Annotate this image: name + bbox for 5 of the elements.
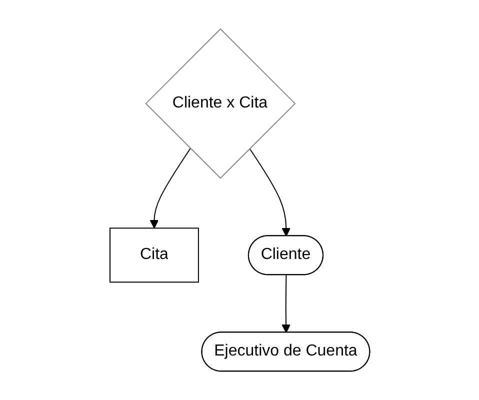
node-diamond: Cliente x Cita [144, 28, 296, 179]
node-box: Cita [109, 228, 199, 283]
arrow [149, 148, 190, 228]
arrow [281, 274, 290, 333]
arrow [248, 148, 290, 236]
